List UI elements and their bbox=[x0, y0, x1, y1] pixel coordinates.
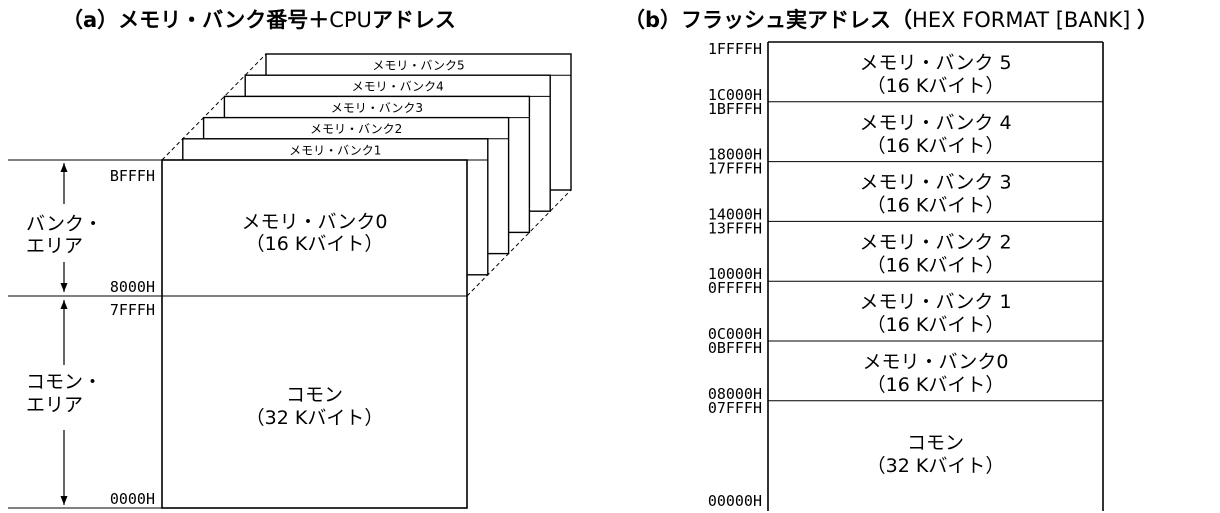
flash-block-size-5: （16 Kバイト） bbox=[867, 374, 1005, 396]
flash-addr-top-4: 0FFFFH bbox=[708, 279, 762, 297]
flash-block-size-2: （16 Kバイト） bbox=[867, 195, 1005, 217]
flash-addr-top-5: 0BFFFH bbox=[708, 339, 762, 357]
flash-block-name-3: メモリ・バンク 2 bbox=[859, 231, 1011, 253]
flash-common-size: （32 Kバイト） bbox=[867, 455, 1005, 477]
panel-a-title: （a）メモリ・バンク番号＋CPUアドレス bbox=[62, 8, 456, 32]
flash-addr-bottom-5: 08000H bbox=[708, 385, 762, 403]
flash-addr-bottom-3: 10000H bbox=[708, 265, 762, 283]
flash-common-addr-top: 07FFFH bbox=[708, 399, 762, 417]
stacked-bank-label-5: メモリ・バンク5 bbox=[372, 59, 464, 73]
flash-block-size-0: （16 Kバイト） bbox=[867, 75, 1005, 97]
depth-line-bottom bbox=[466, 189, 572, 297]
flash-addr-bottom-2: 14000H bbox=[708, 205, 762, 223]
flash-block-size-4: （16 Kバイト） bbox=[867, 314, 1005, 336]
depth-line-top bbox=[161, 53, 267, 161]
common-size: （32 Kバイト） bbox=[246, 407, 384, 429]
front-frame bbox=[161, 159, 468, 509]
common-name: コモン bbox=[286, 384, 343, 406]
flash-addr-top-1: 1BFFFH bbox=[708, 100, 762, 118]
addr-bank-bottom: 8000H bbox=[110, 278, 155, 296]
flash-addr-top-3: 13FFFH bbox=[708, 219, 762, 237]
panel-a: メモリ・バンク5 メモリ・バンク4 メモリ・バンク3 メモリ・バンク2 メモリ・バンク1… bbox=[8, 53, 572, 509]
stacked-bank-label-2: メモリ・バンク2 bbox=[310, 122, 402, 136]
stacked-bank-label-3: メモリ・バンク3 bbox=[331, 101, 423, 115]
flash-addr-top-0: 1FFFFH bbox=[708, 40, 762, 58]
common-area-label-1: コモン・ bbox=[26, 371, 102, 393]
flash-block-name-2: メモリ・バンク 3 bbox=[859, 172, 1011, 194]
flash-addr-top-2: 17FFFH bbox=[708, 160, 762, 178]
addr-bank-top: BFFFH bbox=[110, 167, 155, 185]
common-area-label-2: エリア bbox=[26, 394, 83, 416]
bank-range-arrow-down-head bbox=[60, 283, 68, 292]
stacked-bank-label-1: メモリ・バンク1 bbox=[289, 143, 381, 157]
flash-addr-bottom-0: 1C000H bbox=[708, 86, 762, 104]
flash-common-addr-bottom: 00000H bbox=[708, 492, 762, 510]
bank0-name: メモリ・バンク0 bbox=[241, 211, 387, 233]
flash-block-size-3: （16 Kバイト） bbox=[867, 254, 1005, 276]
flash-block-name-1: メモリ・バンク 4 bbox=[859, 112, 1011, 134]
flash-block-name-5: メモリ・バンク0 bbox=[862, 351, 1008, 373]
flash-common-name: コモン bbox=[907, 432, 964, 454]
addr-common-top: 7FFFH bbox=[110, 301, 155, 319]
flash-block-name-0: メモリ・バンク 5 bbox=[859, 52, 1011, 74]
flash-block-size-1: （16 Kバイト） bbox=[867, 135, 1005, 157]
panel-b-title: （b）フラッシュ実アドレス（HEX FORMAT [BANK] ） bbox=[624, 8, 1159, 32]
addr-common-bottom: 0000H bbox=[110, 490, 155, 508]
flash-addr-bottom-1: 18000H bbox=[708, 146, 762, 164]
bank-area-label-1: バンク・ bbox=[26, 213, 103, 235]
flash-addr-bottom-4: 0C000H bbox=[708, 325, 762, 343]
common-range-arrow-down-head bbox=[60, 496, 68, 505]
bank0-size: （16 Kバイト） bbox=[246, 233, 384, 255]
flash-block-name-4: メモリ・バンク 1 bbox=[859, 291, 1011, 313]
common-range-arrow-up-head bbox=[60, 300, 68, 309]
bank-area-label-2: エリア bbox=[26, 235, 83, 257]
bank-range-arrow-up-head bbox=[60, 163, 68, 172]
stacked-bank-label-4: メモリ・バンク4 bbox=[352, 80, 444, 94]
